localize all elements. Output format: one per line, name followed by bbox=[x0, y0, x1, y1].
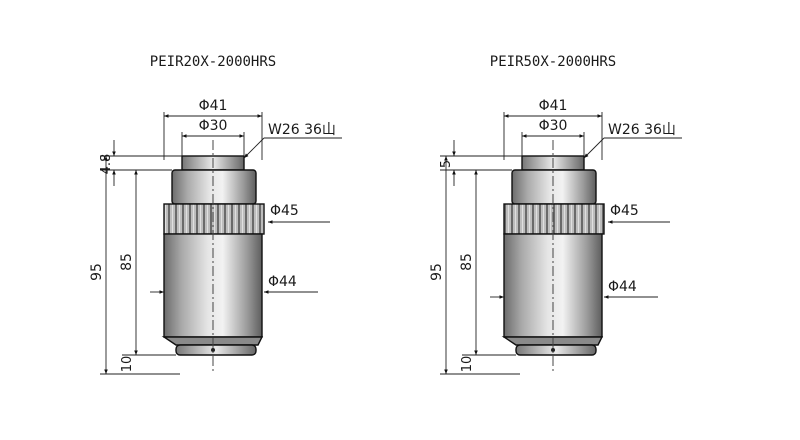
dimension-body-diameter: Φ44 bbox=[268, 274, 297, 290]
dimension-outer-diameter: Φ41 bbox=[539, 98, 568, 114]
knurl-ring bbox=[503, 203, 605, 235]
dimension-body-diameter: Φ44 bbox=[608, 279, 637, 295]
dimension-body-length: 85 bbox=[119, 253, 135, 271]
dimension-knurl-diameter: Φ45 bbox=[270, 203, 299, 219]
objective-drawing-2: PEIR50X-2000HRS Φ41 Φ30 W26 36山 Φ45 Φ44 bbox=[429, 54, 682, 375]
drawing-title: PEIR50X-2000HRS bbox=[490, 54, 616, 70]
drawing-title: PEIR20X-2000HRS bbox=[150, 54, 276, 70]
dimension-inner-diameter: Φ30 bbox=[539, 118, 568, 134]
thread-spec: W26 36山 bbox=[608, 122, 676, 138]
thread-spec: W26 36山 bbox=[268, 122, 336, 138]
knurl-ring bbox=[163, 203, 265, 235]
dimension-total-length: 95 bbox=[429, 263, 445, 281]
dimension-top-length: 4.8 bbox=[99, 154, 114, 175]
dimension-bottom-length: 10 bbox=[460, 356, 475, 373]
dimension-body-length: 85 bbox=[459, 253, 475, 271]
objective-lens-body bbox=[161, 140, 265, 372]
dimension-total-length: 95 bbox=[89, 263, 105, 281]
objective-drawing-1: PEIR20X-2000HRS Φ41 Φ30 W26 36山 Φ45 bbox=[89, 54, 342, 375]
dimension-outer-diameter: Φ41 bbox=[199, 98, 228, 114]
dimension-top-length: 5 bbox=[439, 160, 454, 168]
dimension-inner-diameter: Φ30 bbox=[199, 118, 228, 134]
dimension-bottom-length: 10 bbox=[120, 356, 135, 373]
dimension-knurl-diameter: Φ45 bbox=[610, 203, 639, 219]
objective-lens-body bbox=[501, 140, 605, 372]
